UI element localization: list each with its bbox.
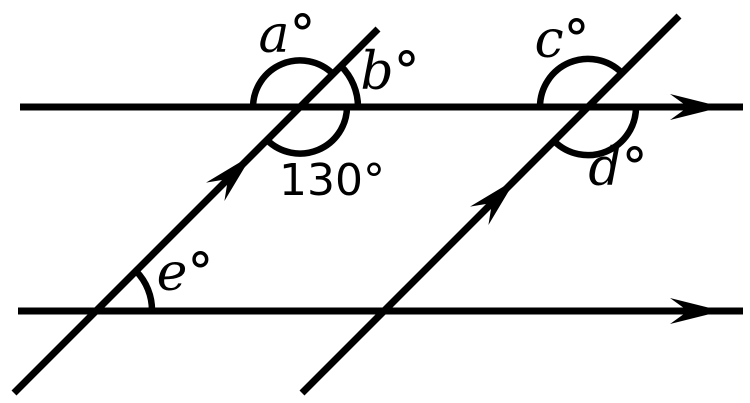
angle-c-label: c° (534, 10, 589, 70)
angle-d-arc (551, 106, 640, 159)
angle-d-label: d° (588, 138, 647, 198)
angle-c-arc (536, 55, 625, 108)
angle-e-label: e° (157, 243, 214, 303)
left-transversal-arrowhead-icon (206, 155, 252, 201)
right-transversal-line (299, 13, 682, 396)
left-transversal-line (11, 26, 381, 396)
angle-e-arc (133, 268, 156, 312)
bottom-line-arrowhead-icon (670, 298, 722, 324)
angle-130-arc (264, 106, 351, 157)
angle-b-arc (338, 63, 362, 108)
angle-a-arc (249, 57, 336, 108)
angle-b-label: b° (360, 42, 419, 102)
top-line-arrowhead-icon (670, 94, 722, 120)
angle-130-label: 130° (279, 155, 385, 206)
angle-a-label: a° (258, 5, 315, 65)
right-transversal-arrowhead-icon (470, 179, 516, 225)
